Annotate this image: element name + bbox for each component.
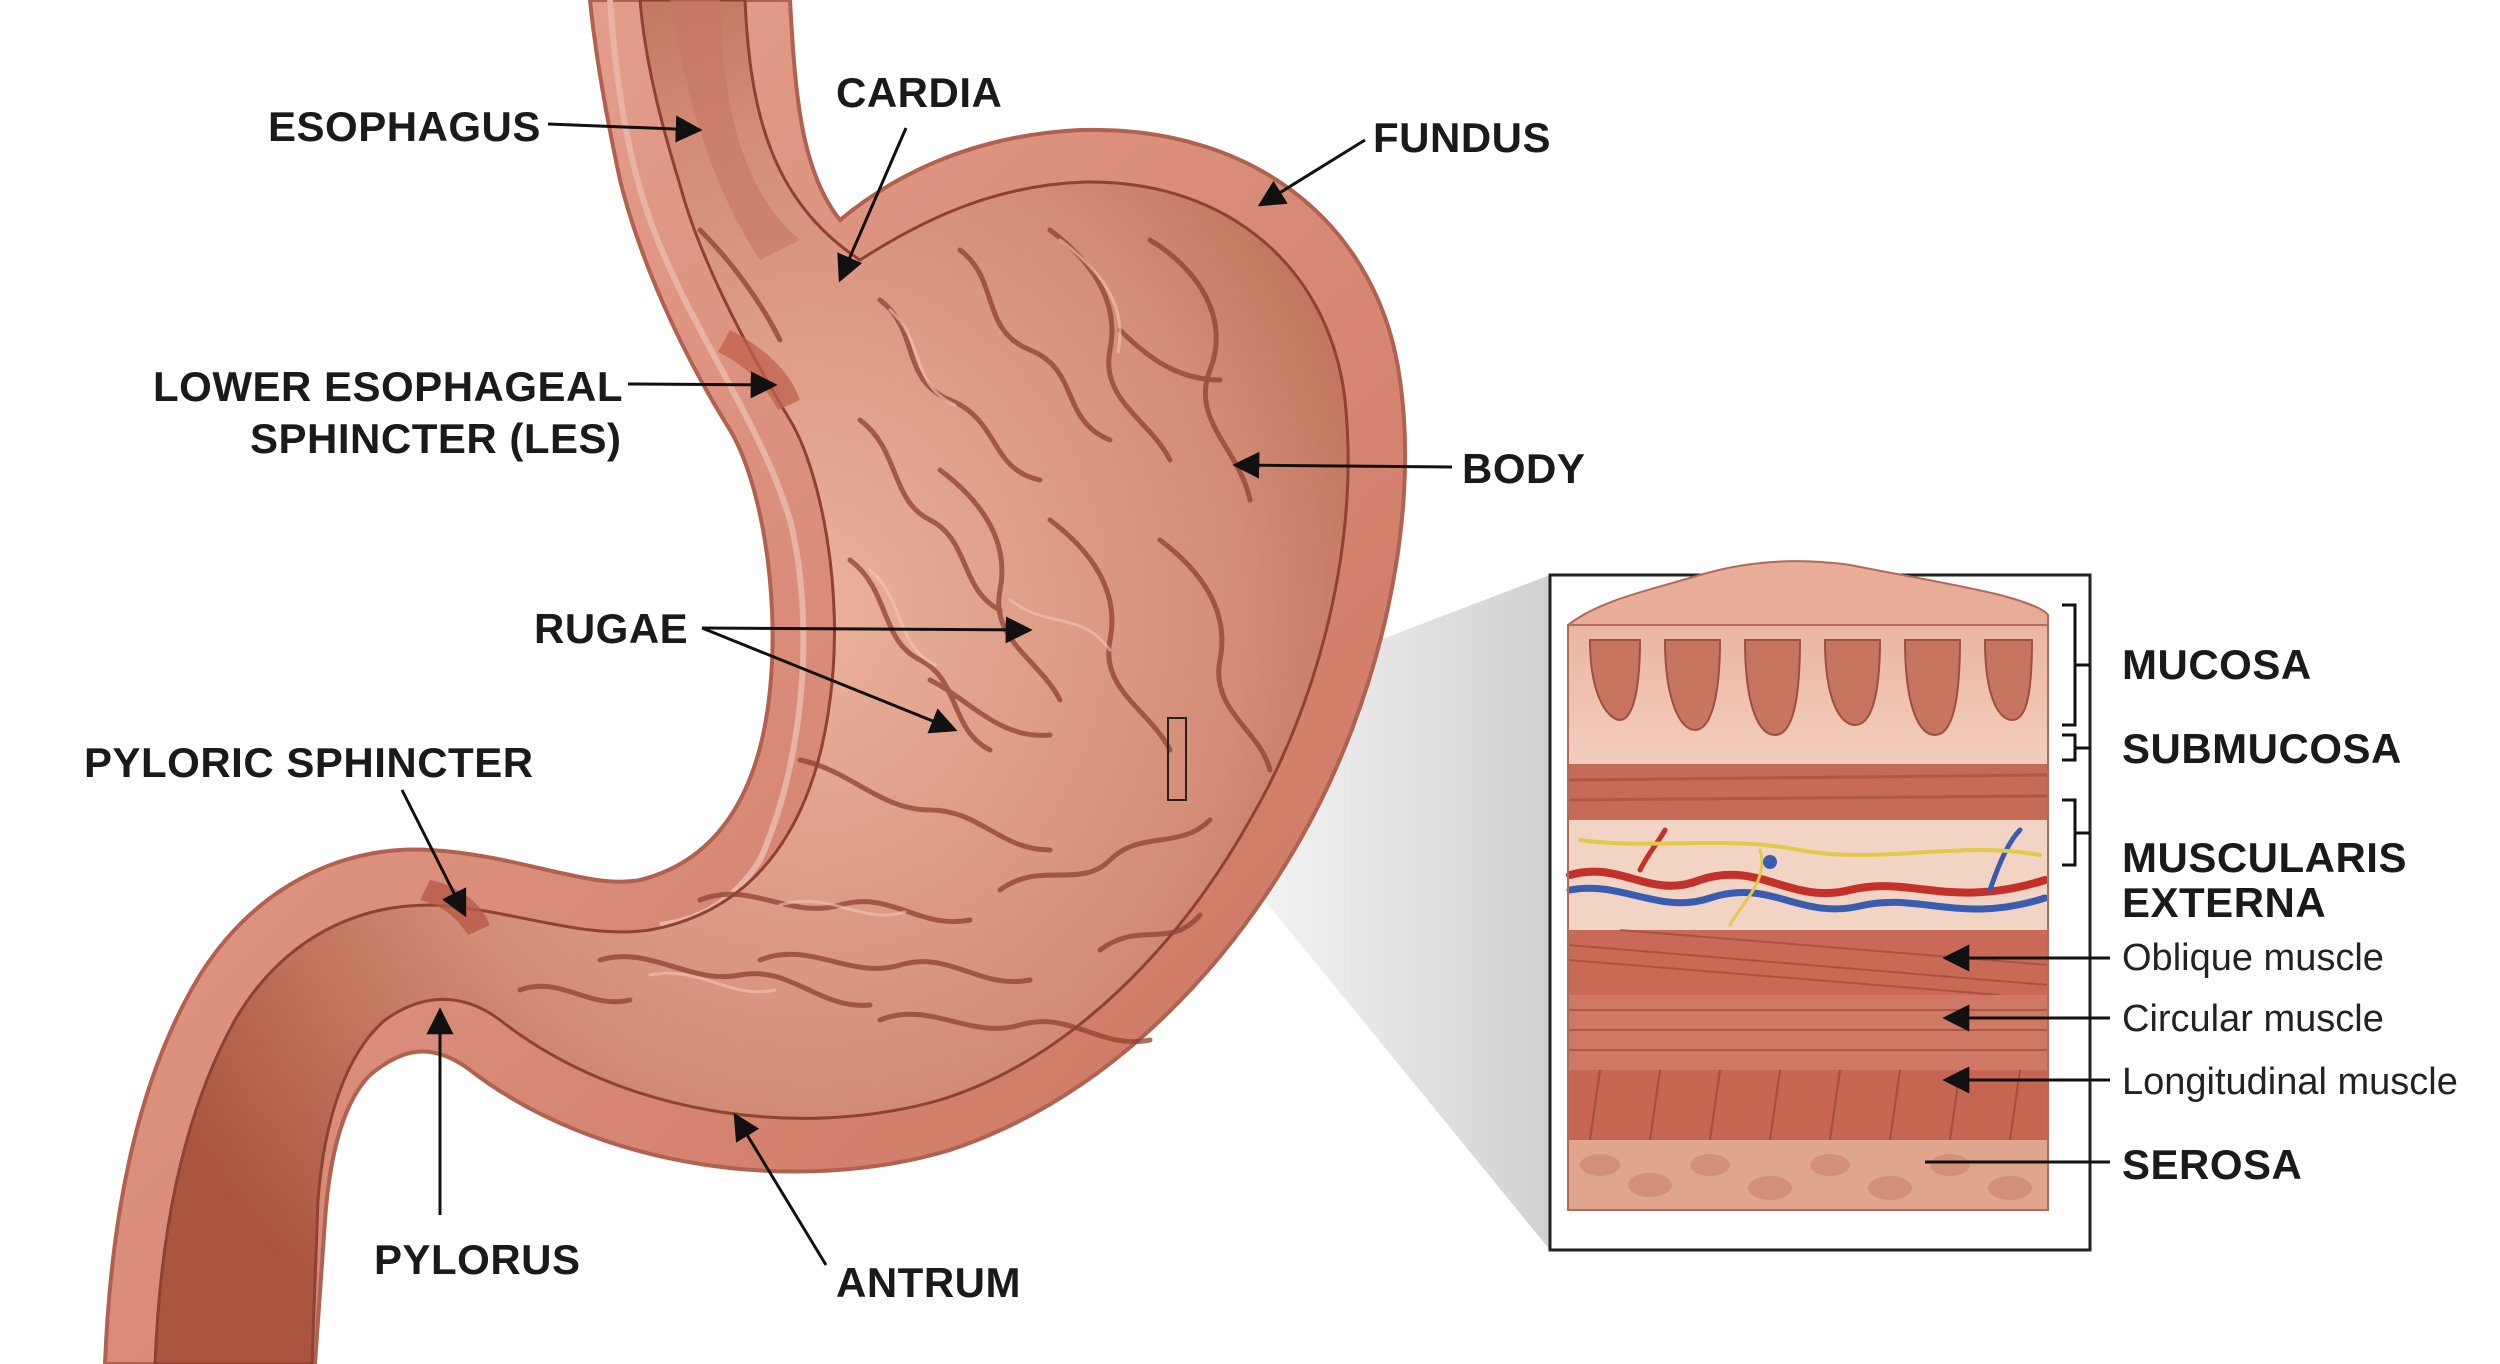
label-oblique-muscle: Oblique muscle [2122,937,2384,979]
sample-marker [1167,717,1187,801]
label-mucosa: MUCOSA [2122,641,2312,688]
leader-cardia [837,127,908,283]
label-submucosa: SUBMUCOSA [2122,725,2402,772]
leader-antrum [733,1112,828,1266]
gastric-pits [1588,639,2034,737]
label-muscularis-line2: EXTERNA [2122,879,2327,926]
label-muscularis-line1: MUSCULARIS [2122,834,2407,881]
stomach-serosa-line [607,0,807,928]
label-fundus: FUNDUS [1373,114,1551,161]
label-rugae: RUGAE [534,605,689,652]
rugae-folds [517,227,1273,1044]
muscularis-mucosae [1568,765,2048,820]
circular-muscle [1568,995,2048,1070]
oblique-muscle [1568,930,2048,995]
label-longitudinal-muscle: Longitudinal muscle [2122,1061,2458,1103]
label-serosa: SEROSA [2122,1141,2303,1188]
leader-lines [400,115,2110,1266]
leader-rugae-2 [701,626,958,734]
label-body: BODY [1462,445,1586,492]
mucosa-top-surface [1567,560,2049,641]
label-pylorus: PYLORUS [374,1236,581,1283]
blood-vessels [1566,827,2049,927]
leader-fundus [1257,138,1366,207]
label-cardia: CARDIA [836,69,1003,116]
label-antrum: ANTRUM [836,1259,1021,1306]
label-circular-muscle: Circular muscle [2122,998,2384,1040]
label-esophagus: ESOPHAGUS [268,103,541,150]
leader-body [1232,451,1453,479]
layer-brackets [2062,603,2090,867]
label-les-line1: LOWER ESOPHAGEAL [153,363,624,410]
leader-esophagus [547,115,703,143]
label-pyloric-sphincter: PYLORIC SPHINCTER [84,739,534,786]
les-band [718,330,800,410]
leader-pyloric-sphincter [400,789,467,918]
leader-les [627,371,778,399]
submucosa-layer [1568,820,2048,930]
label-les-line2: SPHINCTER (LES) [250,415,622,462]
leader-rugae-1 [701,616,1033,644]
